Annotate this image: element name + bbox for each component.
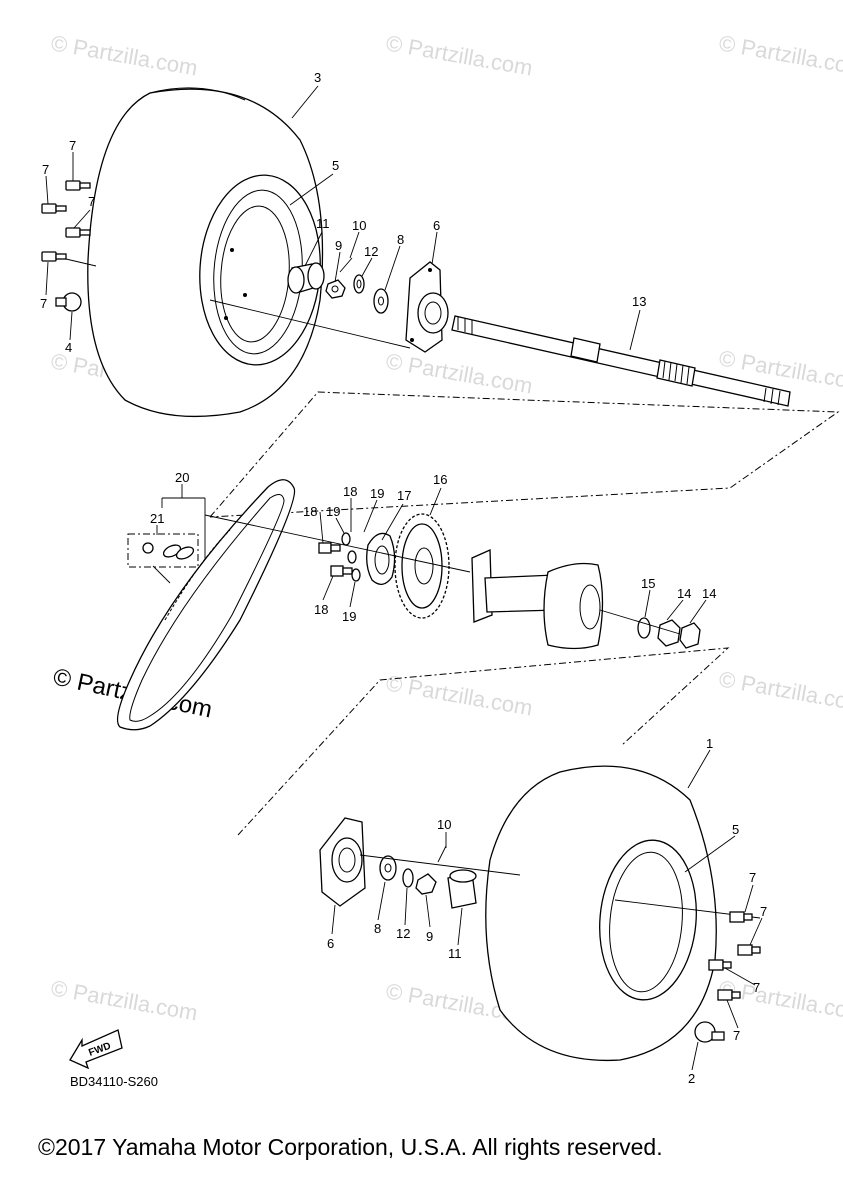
bolt-icon [65, 180, 91, 191]
callout-16: 16 [433, 472, 447, 487]
bolt-icon [41, 251, 67, 262]
callout-10: 10 [352, 218, 366, 233]
bolt-icon [65, 227, 91, 238]
callout-18: 18 [314, 602, 328, 617]
callout-11: 11 [316, 216, 330, 231]
callout-21: 21 [150, 511, 164, 526]
axle-housing [471, 549, 604, 650]
upper-washer-12 [353, 274, 365, 294]
fwd-arrow-icon: FWD [69, 1029, 123, 1070]
collar-15 [637, 617, 651, 639]
drive-chain-20 [116, 479, 296, 731]
bolt-icon [318, 542, 341, 554]
callout-5: 5 [732, 822, 739, 837]
callout-14: 14 [702, 586, 716, 601]
valve-stem-icon [55, 292, 82, 312]
upper-cotter-pin-10 [339, 257, 353, 273]
callout-7: 7 [40, 296, 47, 311]
callout-11: 11 [448, 946, 462, 961]
leader-lines [45, 85, 763, 1071]
bolt-icon [717, 989, 741, 1001]
callout-9: 9 [426, 929, 433, 944]
upper-wheel-bolts [41, 180, 97, 312]
watermark: © Partzilla.com [717, 30, 843, 80]
callout-8: 8 [397, 232, 404, 247]
callout-18: 18 [343, 484, 357, 499]
callout-14: 14 [677, 586, 691, 601]
lower-tire-1 [485, 765, 717, 1062]
watermark: © Partzilla.com [717, 666, 843, 716]
callout-15: 15 [641, 576, 655, 591]
bolt-icon [41, 203, 67, 214]
callout-5: 5 [332, 158, 339, 173]
callout-18: 18 [303, 504, 317, 519]
callout-7: 7 [753, 980, 760, 995]
callout-3: 3 [314, 70, 321, 85]
bolt-icon [729, 911, 753, 923]
copyright-notice: ©2017 Yamaha Motor Corporation, U.S.A. A… [38, 1134, 663, 1160]
upper-nut-9 [325, 279, 346, 299]
watermark: © Partzilla.com [49, 975, 199, 1025]
lower-washer-8 [379, 855, 397, 881]
lower-hub-6 [319, 817, 366, 907]
callout-9: 9 [335, 238, 342, 253]
callout-19: 19 [370, 486, 384, 501]
callout-7: 7 [760, 904, 767, 919]
callout-7: 7 [69, 138, 76, 153]
callout-6: 6 [433, 218, 440, 233]
callout-19: 19 [342, 609, 356, 624]
master-link-21 [127, 533, 199, 568]
callout-10: 10 [437, 817, 451, 832]
callout-7: 7 [749, 870, 756, 885]
valve-stem-icon [694, 1021, 725, 1043]
callout-8: 8 [374, 921, 381, 936]
sprocket-hub-17 [366, 532, 396, 585]
bolts-18 [318, 542, 353, 577]
watermark: © Partzilla.com [384, 30, 534, 80]
upper-hub-6 [405, 261, 449, 353]
watermark: © Partzilla.com [49, 30, 199, 80]
callout-7: 7 [42, 162, 49, 177]
lower-washer-12 [402, 868, 414, 888]
rear-axle-13 [451, 315, 791, 407]
washers-19 [341, 532, 361, 582]
callout-7: 7 [88, 194, 95, 209]
callout-13: 13 [632, 294, 646, 309]
lower-nut-9 [415, 873, 437, 895]
callout-2: 2 [688, 1071, 695, 1086]
lower-spacer-11 [447, 869, 477, 909]
bolt-icon [330, 565, 353, 577]
callout-20: 20 [175, 470, 189, 485]
lock-nuts-14 [657, 619, 701, 649]
callout-labels: 3 5 7 7 7 7 4 11 10 9 12 8 6 13 20 21 18… [40, 70, 767, 1086]
lower-wheel-bolts [694, 911, 761, 1043]
assembly-boundary-lower [237, 647, 730, 836]
bolt-icon [737, 944, 761, 956]
callout-19: 19 [326, 504, 340, 519]
upper-tire-3 [87, 87, 324, 418]
upper-spacer-11 [287, 262, 325, 294]
upper-washer-8 [373, 288, 389, 314]
callout-17: 17 [397, 488, 411, 503]
callout-6: 6 [327, 936, 334, 951]
diagram-code: BD34110-S260 [70, 1074, 158, 1089]
assembly-boundary-upper [209, 391, 840, 518]
sprocket-16 [394, 513, 450, 619]
callout-4: 4 [65, 340, 72, 355]
watermark: © Partzilla.com [717, 975, 843, 1025]
callout-12: 12 [396, 926, 410, 941]
callout-12: 12 [364, 244, 378, 259]
bolt-icon [708, 959, 732, 971]
callout-7: 7 [733, 1028, 740, 1043]
callout-1: 1 [706, 736, 713, 751]
watermark: © Partzilla.com [384, 348, 534, 398]
